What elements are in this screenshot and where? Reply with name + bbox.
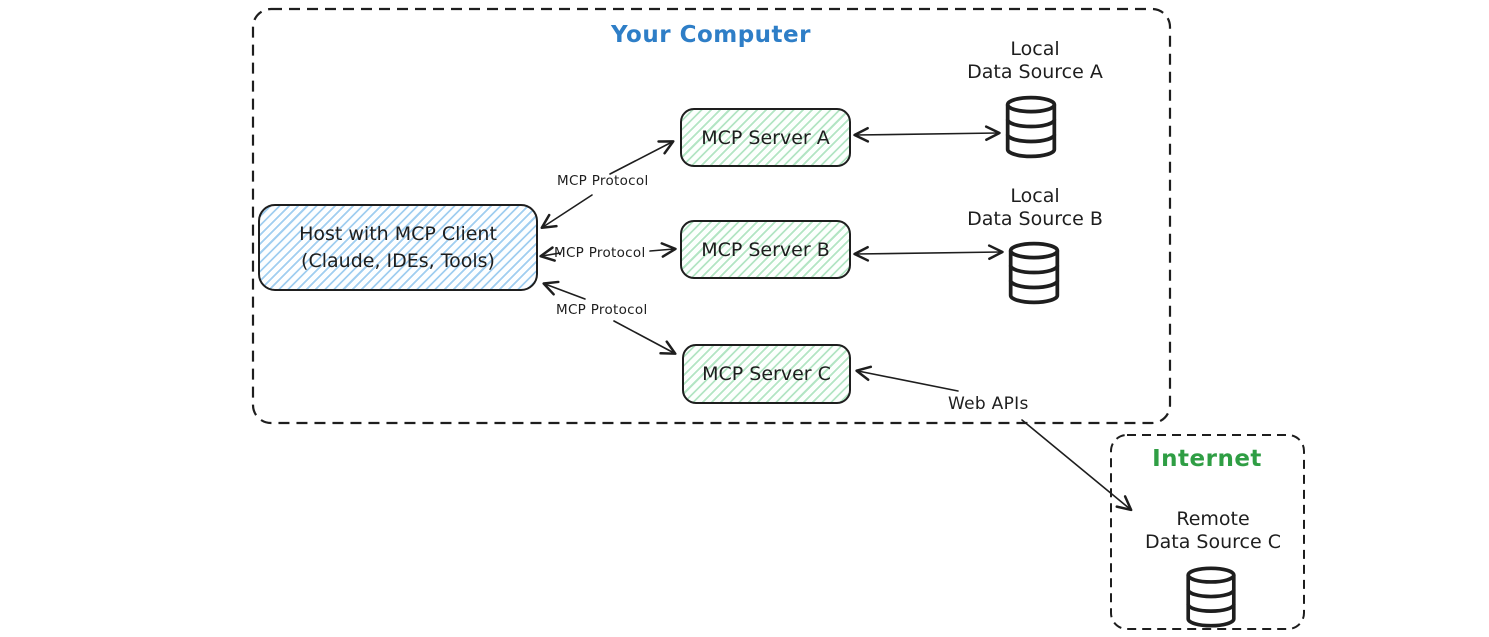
- mcp-server-c-node: MCP Server C: [682, 344, 851, 404]
- arrow-web-apis-to-server-c: [855, 365, 959, 392]
- mcp-server-b-node: MCP Server B: [680, 220, 851, 279]
- arrow-server-c-to-host: [542, 280, 586, 300]
- mcp-protocol-label-c: MCP Protocol: [556, 302, 648, 318]
- local-data-source-b-line2: Data Source B: [967, 208, 1103, 231]
- local-data-source-b-label: Local Data Source B: [955, 185, 1115, 231]
- arrow-host-to-server-c: [613, 320, 677, 355]
- database-icon: [1005, 95, 1057, 159]
- host-label-line2: (Claude, IDEs, Tools): [301, 249, 495, 272]
- your-computer-title: Your Computer: [611, 22, 811, 48]
- database-icon: [1008, 241, 1060, 305]
- arrow-server-a-data-source-a: [853, 125, 1001, 143]
- host-node: Host with MCP Client (Claude, IDEs, Tool…: [258, 204, 538, 291]
- arrow-host-to-server-a: [609, 140, 675, 175]
- mcp-protocol-label-b: MCP Protocol: [554, 245, 646, 261]
- arrow-host-to-server-b: [649, 242, 677, 258]
- arrow-server-a-to-host: [540, 194, 593, 230]
- mcp-protocol-label-a: MCP Protocol: [557, 173, 649, 189]
- mcp-server-c-label: MCP Server C: [702, 363, 831, 385]
- remote-data-source-c-line1: Remote: [1176, 508, 1250, 530]
- remote-data-source-c-label: Remote Data Source C: [1133, 508, 1293, 554]
- database-icon: [1186, 566, 1236, 628]
- mcp-server-a-node: MCP Server A: [680, 108, 851, 167]
- mcp-server-a-label: MCP Server A: [701, 126, 830, 149]
- host-label-line1: Host with MCP Client: [299, 222, 497, 245]
- local-data-source-a-label: Local Data Source A: [955, 38, 1115, 84]
- remote-data-source-c-line2: Data Source C: [1145, 531, 1281, 554]
- arrow-server-b-data-source-b: [853, 244, 1004, 262]
- local-data-source-a-line2: Data Source A: [967, 61, 1103, 84]
- internet-title: Internet: [1152, 446, 1262, 472]
- web-apis-label: Web APIs: [948, 394, 1029, 414]
- local-data-source-b-line1: Local: [1010, 185, 1060, 207]
- mcp-server-b-label: MCP Server B: [701, 238, 830, 261]
- local-data-source-a-line1: Local: [1010, 38, 1060, 60]
